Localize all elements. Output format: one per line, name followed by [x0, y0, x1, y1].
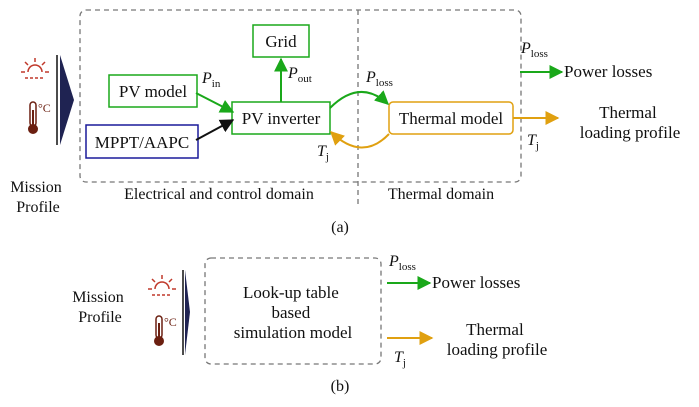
thermometer-icon: °C [154, 315, 177, 346]
arrow-pv-model-to-inverter [195, 92, 235, 113]
power-losses-label: Power losses [432, 273, 520, 292]
grid-block [252, 24, 310, 58]
mission-profile-label: Mission Profile [72, 289, 128, 326]
grid-label: Grid [265, 32, 297, 51]
tj-mid-label: Tj [317, 143, 329, 163]
caption-b: (b) [331, 378, 350, 395]
sun-icon [148, 275, 176, 296]
thermal-model-label: Thermal model [399, 109, 504, 128]
lookup-table-label: Look-up table based simulation model [234, 283, 353, 342]
caption-a: (a) [331, 219, 349, 236]
mission-label-line-2: Profile [16, 199, 60, 216]
mppt-aapc-block [85, 124, 199, 159]
p-loss-out-label: Ploss [520, 40, 548, 60]
p-loss-label: Ploss [388, 253, 416, 273]
mission-label-line-2: Profile [78, 309, 122, 326]
thermal-domain-label: Thermal domain [388, 186, 494, 203]
mppt-aapc-label: MPPT/AAPC [95, 133, 189, 152]
pv-inverter-label: PV inverter [242, 109, 321, 128]
mission-profile-label: Mission Profile [10, 179, 66, 216]
sun-icon [21, 58, 49, 79]
domain-container [79, 9, 522, 183]
thermal-loading-label: Thermal loading profile [580, 103, 681, 142]
power-losses-label: Power losses [564, 62, 652, 81]
mission-label-line-1: Mission [10, 179, 62, 196]
celsius-label: °C [38, 101, 51, 115]
pv-inverter-block [231, 101, 331, 135]
p-out-label: Pout [287, 65, 312, 85]
thermal-loading-label: Thermal loading profile [447, 320, 548, 359]
thermometer-icon: °C [28, 101, 51, 134]
mission-label-line-1: Mission [72, 289, 124, 306]
mission-profile-bar [56, 55, 74, 145]
mission-profile-wedge [185, 270, 190, 355]
tj-out-label: Tj [527, 132, 539, 152]
pv-model-block [108, 74, 198, 108]
pv-model-label: PV model [119, 82, 187, 101]
p-in-label: Pin [201, 70, 221, 90]
tj-label: Tj [394, 349, 406, 369]
electrical-domain-label: Electrical and control domain [124, 186, 314, 203]
arrow-thermal-to-inverter [329, 131, 390, 149]
lookup-table-block [204, 257, 382, 365]
diagram-b: °C Mission Profile Look-up table based s… [72, 253, 547, 395]
p-loss-mid-label: Ploss [365, 69, 393, 89]
arrow-mppt-to-inverter [195, 119, 235, 141]
arrow-inverter-to-thermal [329, 90, 390, 109]
celsius-label: °C [164, 315, 177, 329]
diagram-a: °C Mission Profile Grid PV model MPPT/AA… [10, 9, 681, 236]
